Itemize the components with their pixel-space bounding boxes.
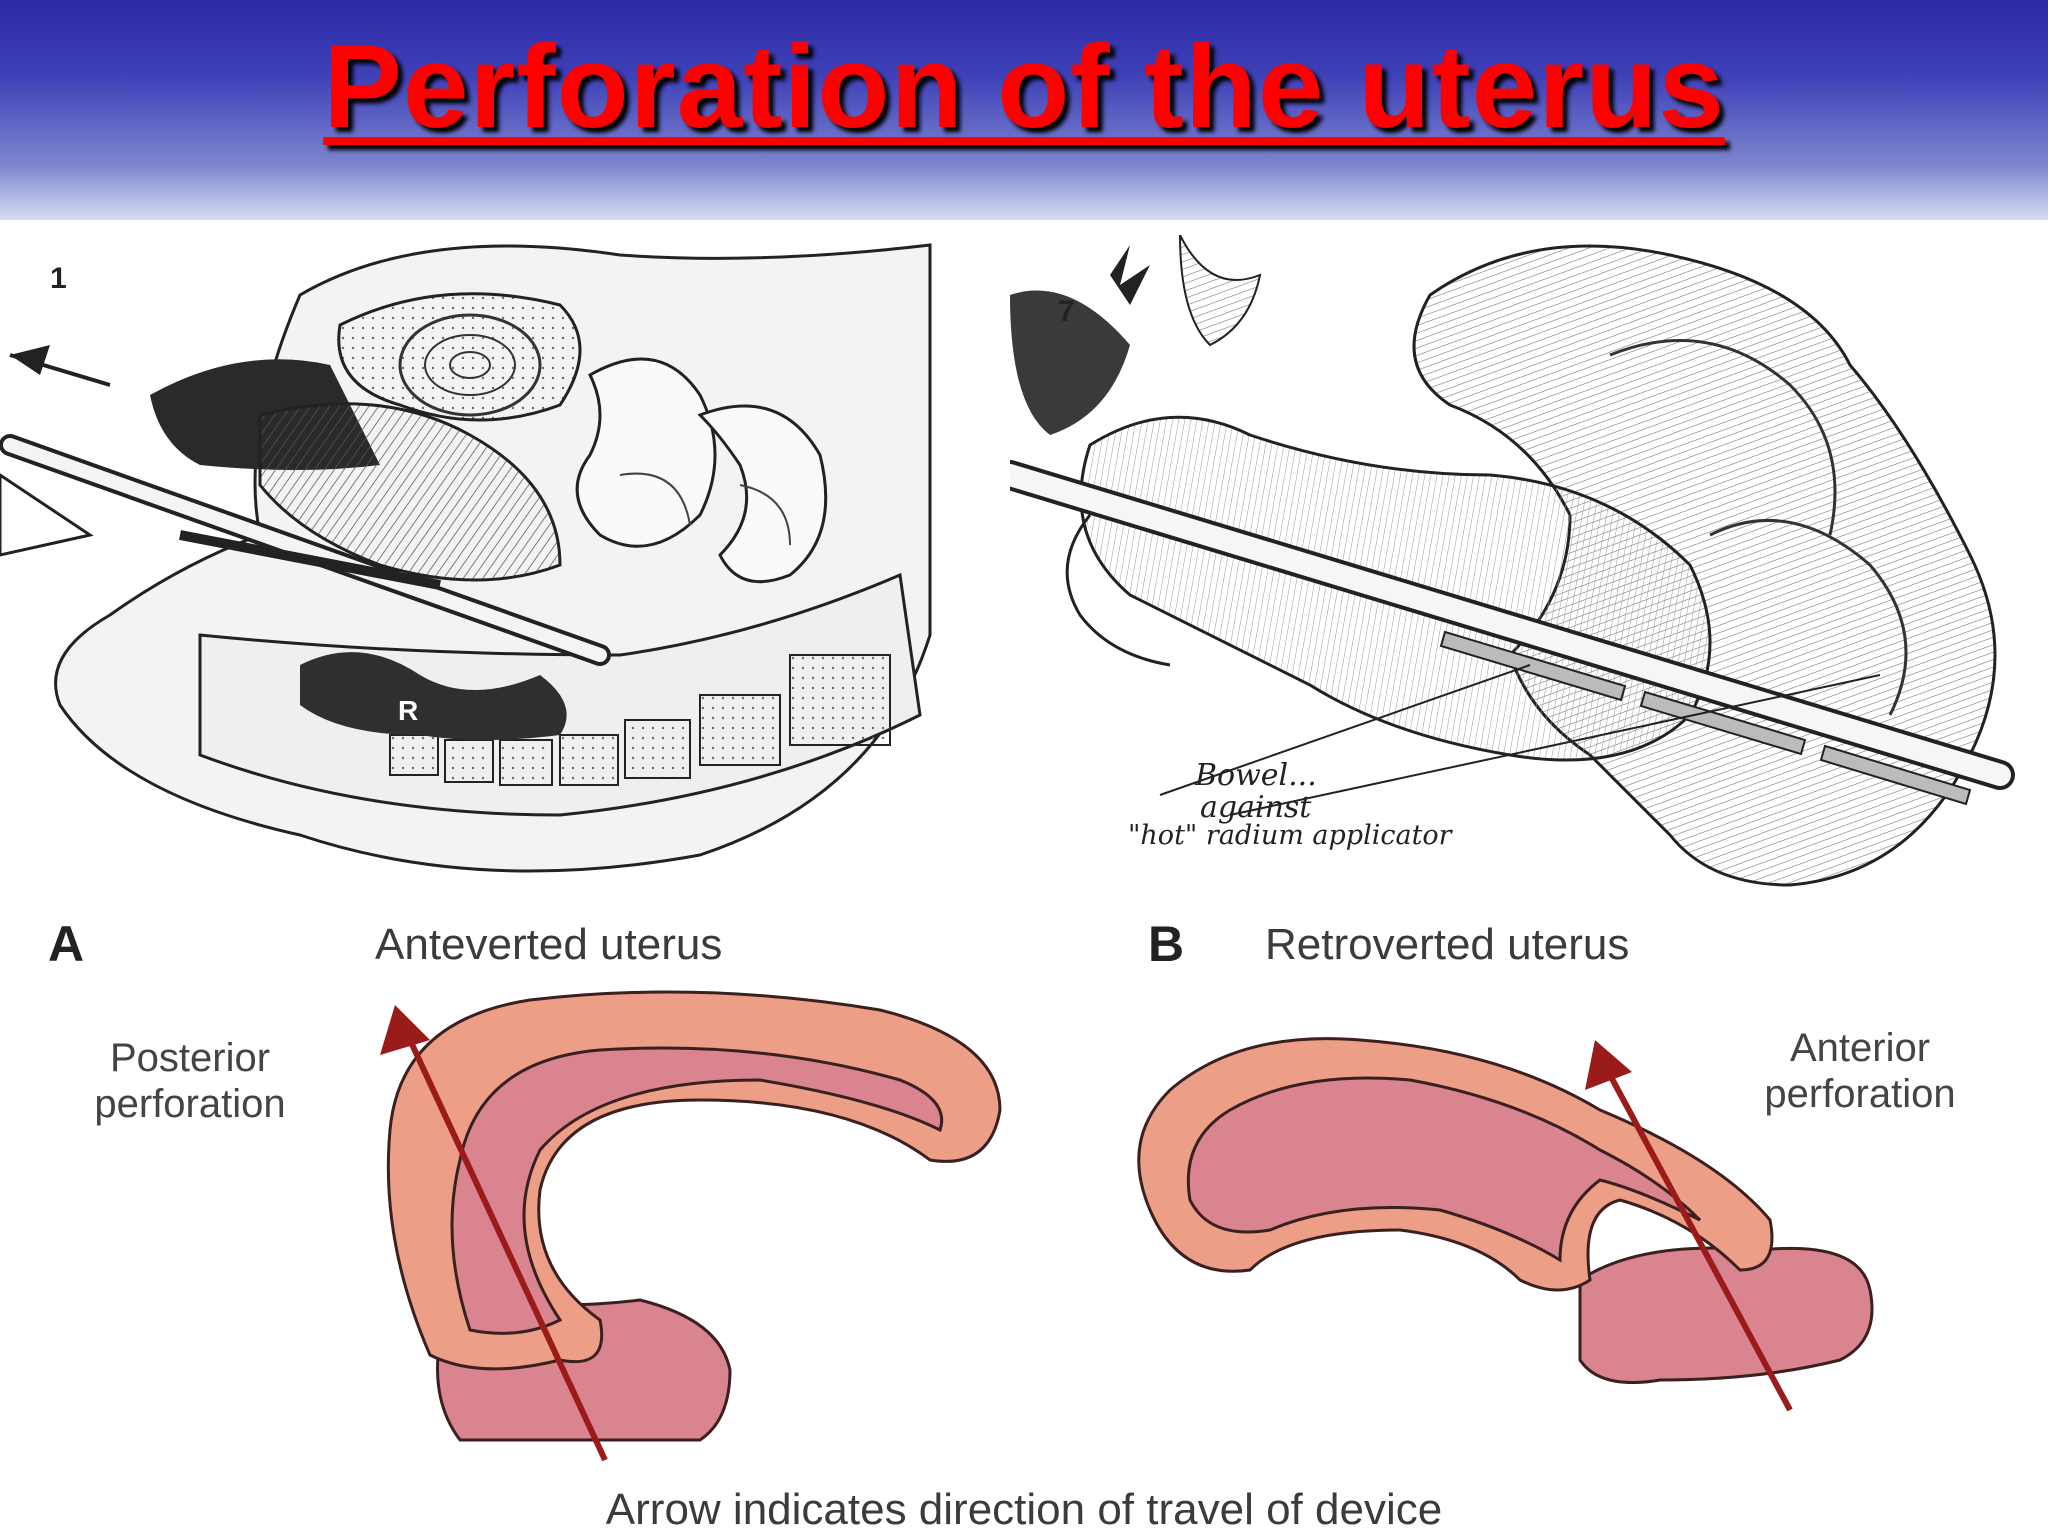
anterior-line-2: perforation — [1764, 1072, 1956, 1116]
bowel-note-line-1: Bowel... — [1195, 758, 1317, 793]
anterior-perforation-label: Anterior perforation — [1680, 1025, 2040, 1117]
figure-number-left: 1 — [50, 262, 67, 295]
anteverted-sagittal-illustration — [0, 243, 932, 873]
figure-number-right: 7 — [1058, 295, 1075, 328]
posterior-line-1: Posterior — [109, 1036, 271, 1080]
slide-title: Perforation of the uterus — [323, 21, 1725, 153]
posterior-line-2: perforation — [94, 1082, 286, 1126]
panel-b-caption: Retroverted uterus — [1265, 920, 1630, 969]
anterior-line-1: Anterior — [1789, 1026, 1931, 1070]
bowel-note-line-2: against — [1200, 790, 1312, 825]
radium-applicator-illustration — [1010, 235, 2015, 887]
posterior-perforation-label: Posterior perforation — [20, 1035, 360, 1127]
bowel-note-line-3: "hot" radium applicator — [1128, 820, 1452, 851]
retroverted-uterus-diagram — [1137, 1037, 1874, 1412]
rectum-marker: R — [398, 695, 419, 726]
title-banner — [0, 0, 2048, 220]
anteverted-uterus-diagram — [380, 990, 1002, 1462]
panel-a-caption: Anteverted uterus — [375, 920, 723, 969]
panel-b-letter: B — [1148, 916, 1185, 972]
uterus-diagrams — [380, 990, 1874, 1462]
vessel-marker: V — [222, 485, 240, 515]
footer-caption: Arrow indicates direction of travel of d… — [605, 1485, 1443, 1534]
panel-a-letter: A — [48, 916, 85, 972]
